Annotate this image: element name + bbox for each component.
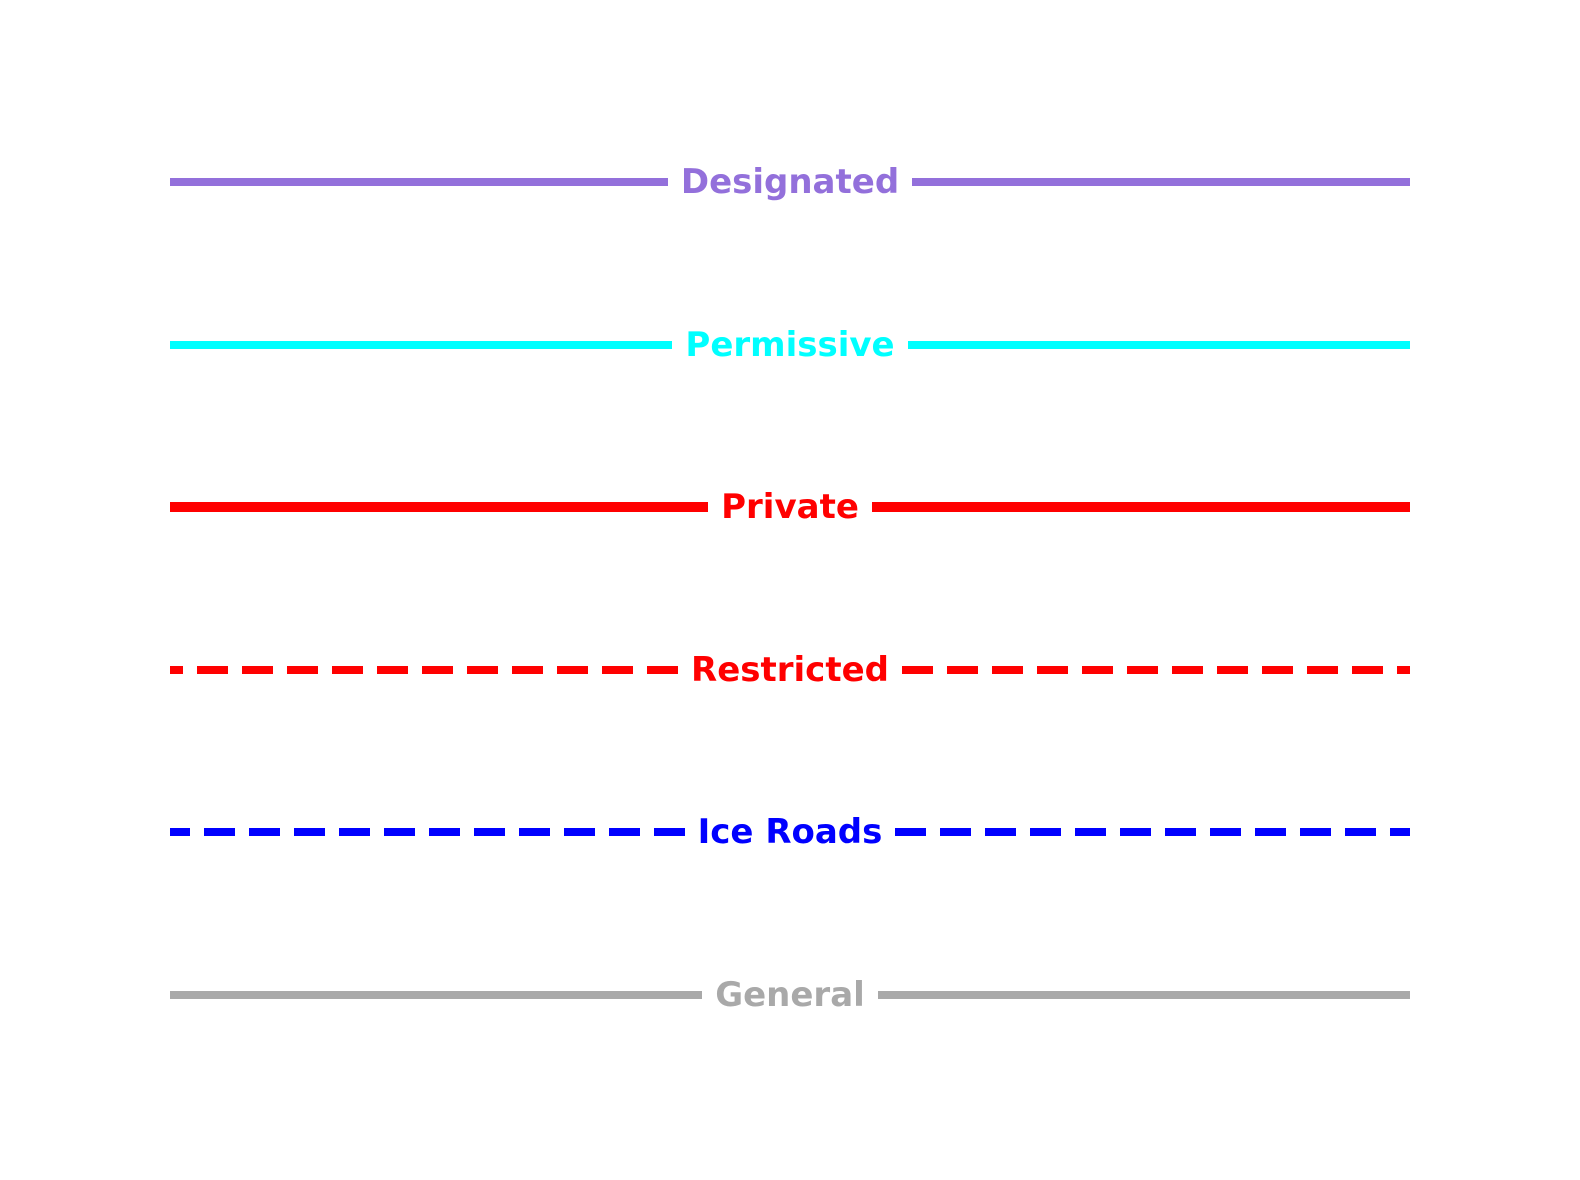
ice-roads-line-right-segment (895, 828, 1411, 836)
legend-row-private: Private (170, 485, 1411, 529)
designated-line-right-segment (912, 178, 1410, 186)
general-line-left-segment (170, 991, 703, 999)
legend-row-designated: Designated (170, 160, 1410, 204)
legend-row-permissive: Permissive (170, 323, 1410, 367)
general-line-right-segment (877, 991, 1411, 999)
permissive-line-right-segment (907, 341, 1410, 349)
legend-label-designated: Designated (680, 162, 900, 202)
ice-roads-line-left-segment (170, 828, 685, 836)
legend-label-permissive: Permissive (685, 325, 895, 365)
legend-row-ice-roads: Ice Roads (170, 810, 1411, 854)
legend-row-restricted: Restricted (170, 648, 1410, 692)
legend-label-private: Private (721, 487, 859, 527)
restricted-line-right-segment (901, 666, 1410, 674)
private-line-left-segment (170, 502, 709, 512)
private-line-right-segment (871, 502, 1411, 512)
legend-label-restricted: Restricted (691, 650, 889, 690)
permissive-line-left-segment (170, 341, 673, 349)
restricted-line-left-segment (170, 666, 679, 674)
legend-label-general: General (715, 975, 865, 1015)
designated-line-left-segment (170, 178, 668, 186)
legend-label-ice-roads: Ice Roads (697, 812, 883, 852)
legend-row-general: General (170, 973, 1411, 1017)
